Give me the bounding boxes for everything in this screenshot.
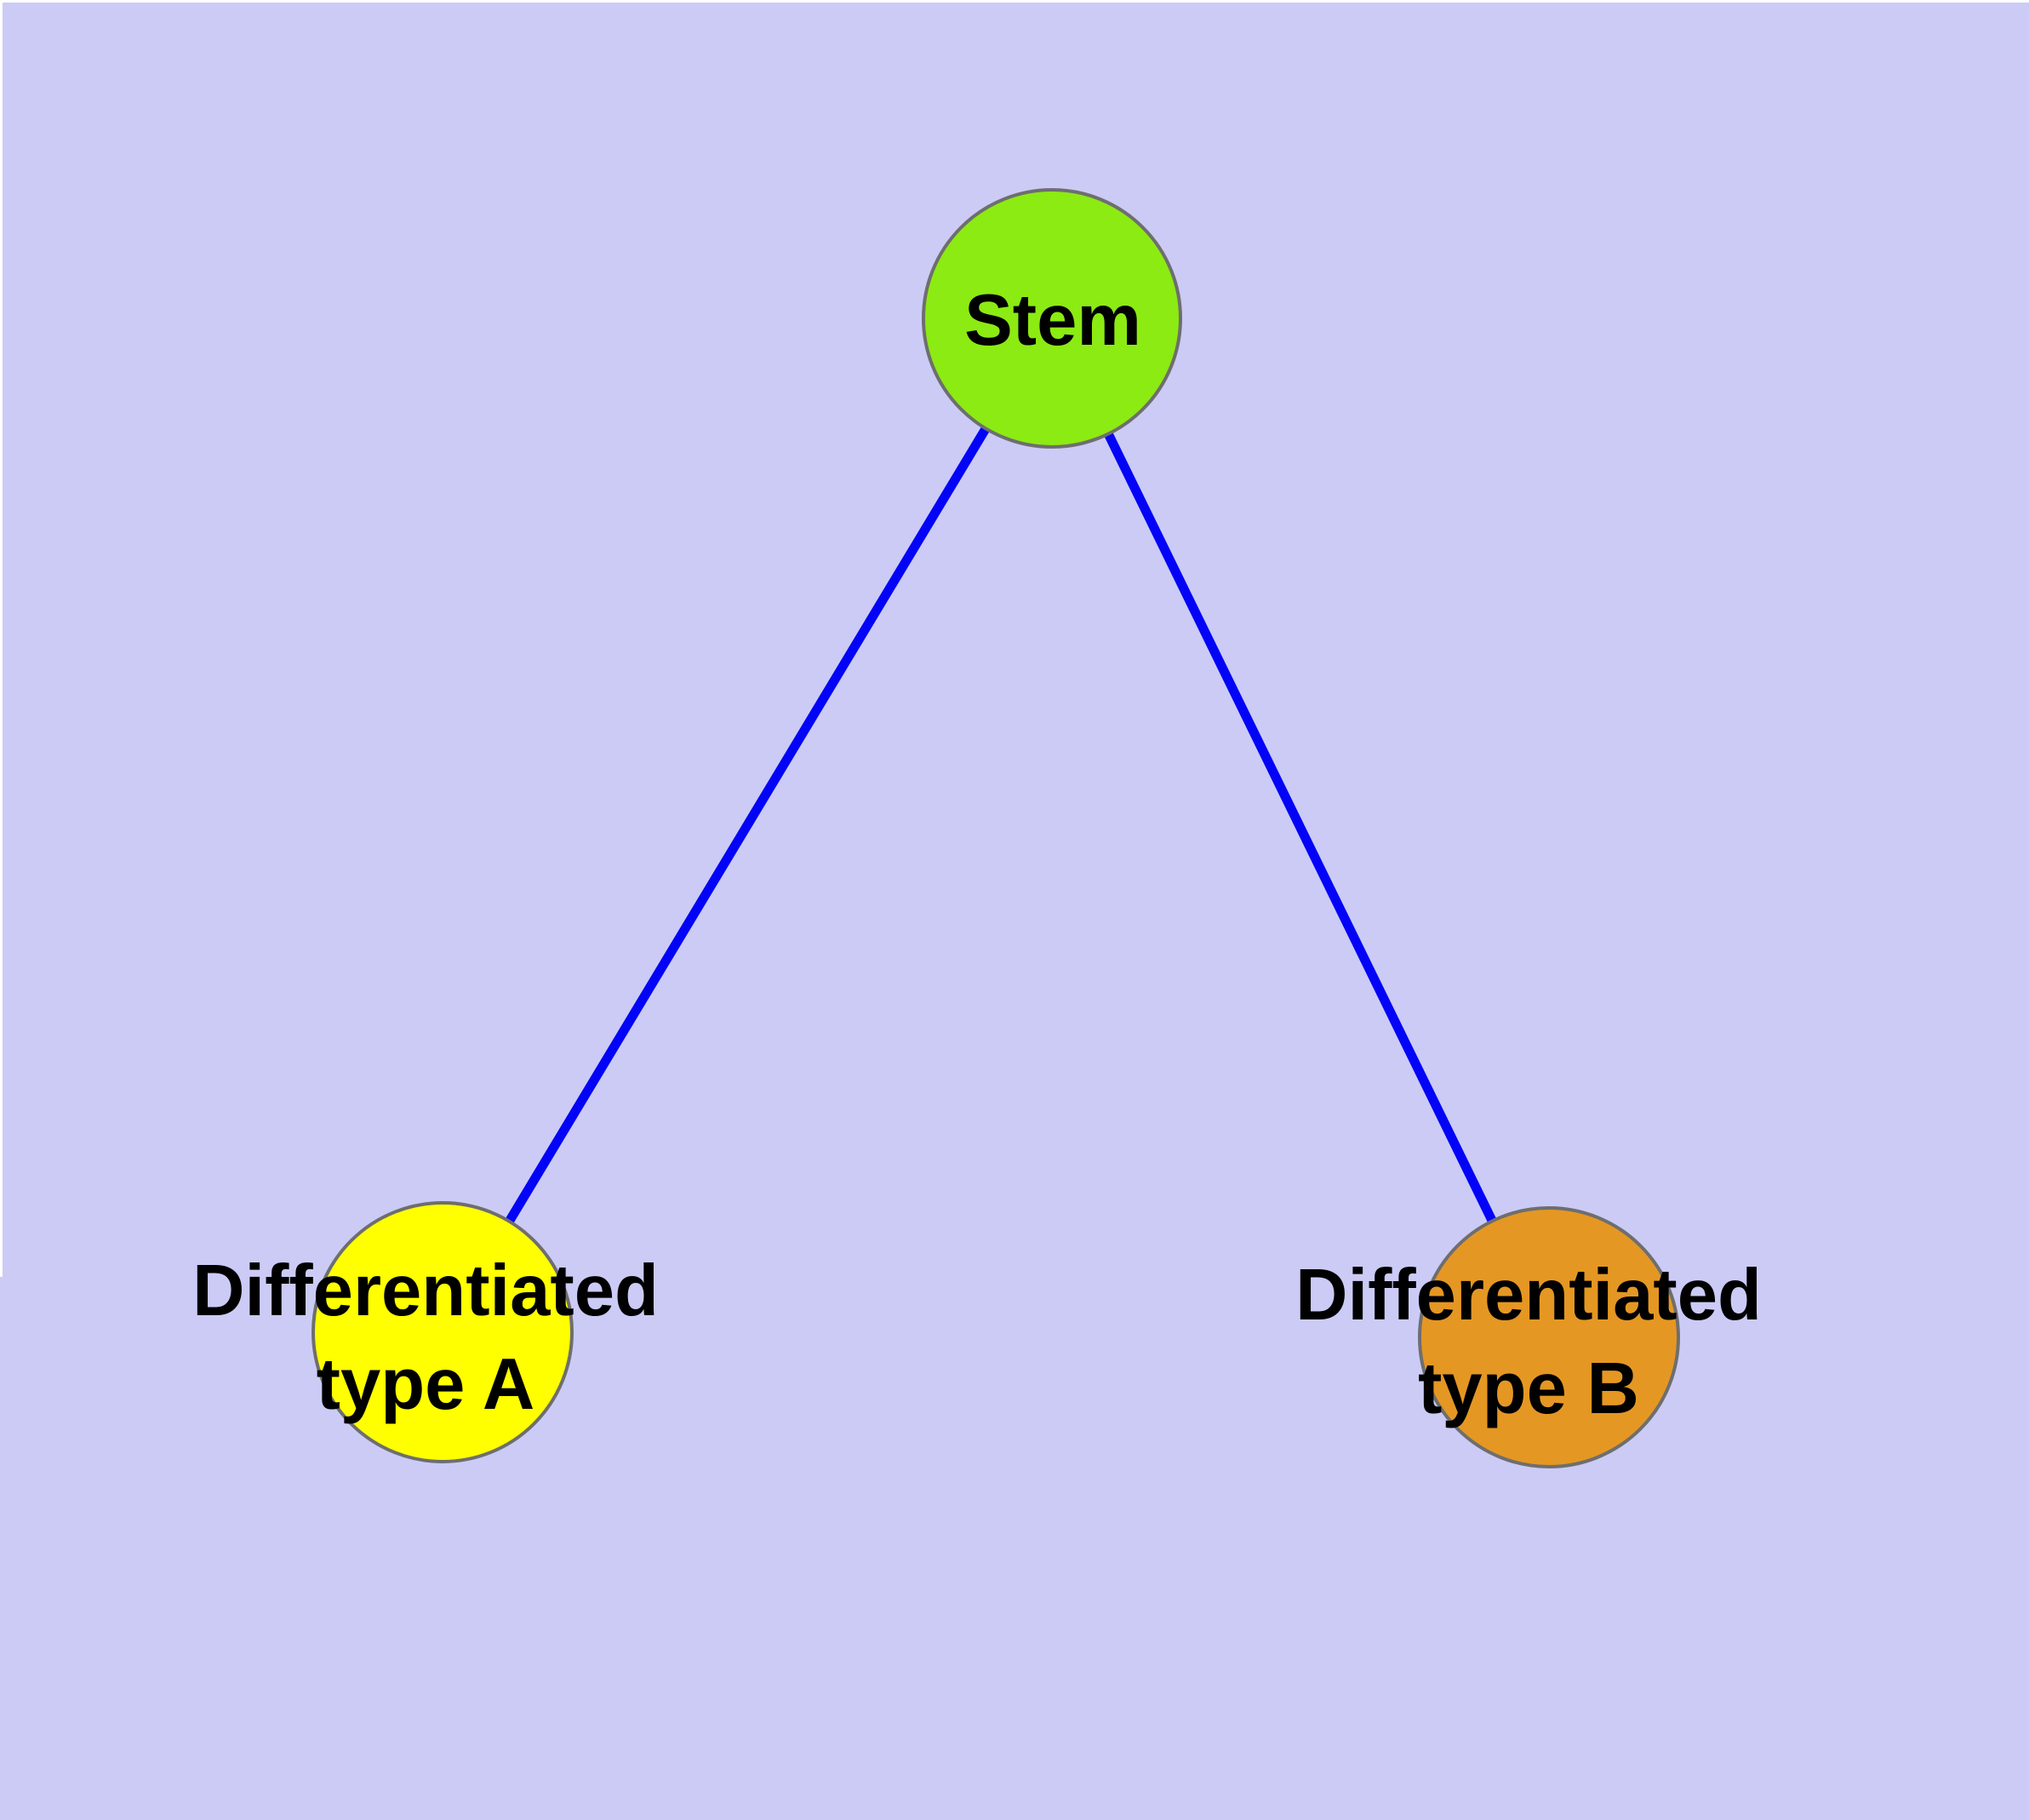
node-type-a-label: Differentiated type A xyxy=(192,1245,659,1432)
node-type-a-label-line1: Differentiated xyxy=(192,1251,659,1331)
node-stem xyxy=(922,188,1182,449)
node-type-b xyxy=(1418,1206,1680,1468)
node-stem-label: Stem xyxy=(964,274,1141,368)
node-type-b-label-line2: type B xyxy=(1418,1348,1639,1429)
node-stem-label-text: Stem xyxy=(964,280,1141,361)
page-margin-left xyxy=(0,0,3,1277)
node-type-a xyxy=(311,1201,574,1463)
page-margin-top xyxy=(0,0,2029,3)
edge-stem-to-type-a xyxy=(438,316,1056,1335)
node-type-b-label-line1: Differentiated xyxy=(1295,1255,1762,1336)
node-type-a-label-line2: type A xyxy=(316,1344,535,1425)
edge-stem-to-type-b xyxy=(1048,316,1553,1340)
node-type-b-label: Differentiated type B xyxy=(1295,1249,1762,1436)
